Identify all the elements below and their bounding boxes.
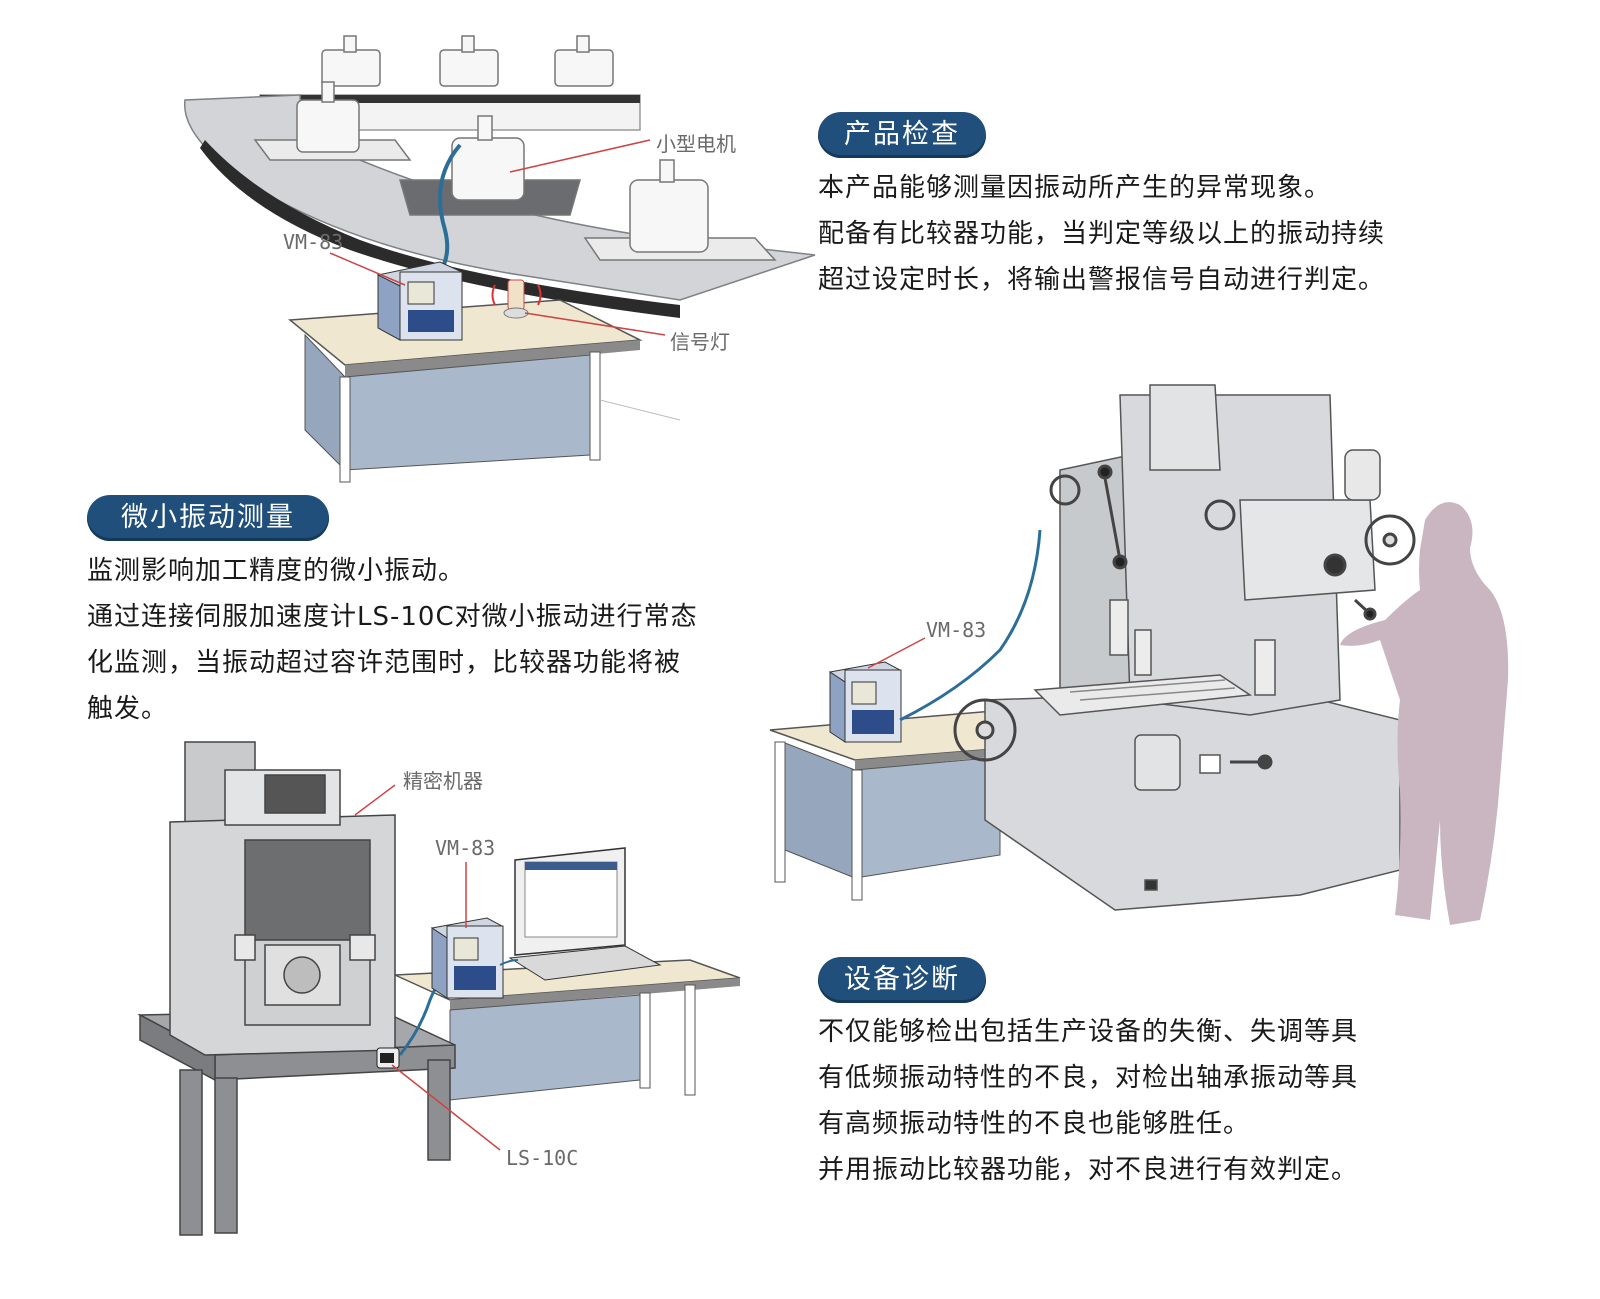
callout-small-motor: 小型电机 bbox=[656, 132, 736, 156]
text-equipment-diagnosis: 不仅能够检出包括生产设备的失衡、失调等具 有低频振动特性的不良，对检出轴承振动等… bbox=[818, 1009, 1358, 1193]
text-line: 化监测，当振动超过容许范围时，比较器功能将被 bbox=[87, 648, 682, 678]
text-line: 监测影响加工精度的微小振动。 bbox=[87, 556, 466, 586]
text-line: 不仅能够检出包括生产设备的失衡、失调等具 bbox=[818, 1017, 1359, 1047]
text-line: 并用振动比较器功能，对不良进行有效判定。 bbox=[818, 1155, 1359, 1185]
precision-machine bbox=[169, 741, 396, 1056]
milling-machine bbox=[984, 384, 1401, 911]
laptop bbox=[508, 847, 662, 981]
title-equipment-diagnosis: 设备诊断 bbox=[818, 957, 986, 1003]
callout-vm83-bottom: VM-83 bbox=[435, 836, 496, 860]
title-micro-vibration: 微小振动测量 bbox=[87, 495, 329, 541]
precision-machine-scene bbox=[137, 741, 741, 1236]
vm83-device-1 bbox=[376, 261, 464, 341]
callout-signal-light: 信号灯 bbox=[670, 330, 730, 354]
conveyor-scene bbox=[184, 35, 816, 483]
text-product-inspection: 本产品能够测量因振动所产生的异常现象。 配备有比较器功能，当判定等级以上的振动持… bbox=[818, 165, 1385, 303]
text-line: 本产品能够测量因振动所产生的异常现象。 bbox=[818, 173, 1332, 203]
callout-ls10c: LS-10C bbox=[506, 1146, 579, 1170]
ls10c-sensor bbox=[376, 1047, 400, 1069]
milling-machine-scene bbox=[769, 384, 1509, 925]
callout-vm83-right: VM-83 bbox=[926, 618, 987, 642]
title-product-inspection: 产品检查 bbox=[818, 112, 986, 158]
text-line: 超过设定时长，将输出警报信号自动进行判定。 bbox=[818, 265, 1386, 295]
vm83-device-3 bbox=[430, 917, 504, 999]
text-line: 通过连接伺服加速度计LS-10C对微小振动进行常态 bbox=[87, 602, 698, 632]
vm83-device-2 bbox=[828, 661, 902, 743]
callout-vm83-top: VM-83 bbox=[283, 230, 344, 254]
text-micro-vibration: 监测影响加工精度的微小振动。 通过连接伺服加速度计LS-10C对微小振动进行常态… bbox=[87, 548, 698, 732]
motor-2 bbox=[253, 81, 777, 261]
handwheels bbox=[953, 464, 1416, 770]
motor-1 bbox=[321, 35, 614, 87]
signal-light bbox=[491, 279, 542, 319]
operator-silhouette bbox=[1340, 502, 1509, 925]
callout-precision-machine: 精密机器 bbox=[403, 769, 483, 793]
text-line: 配备有比较器功能，当判定等级以上的振动持续 bbox=[818, 219, 1386, 249]
text-line: 有高频振动特性的不良也能够胜任。 bbox=[818, 1109, 1251, 1139]
text-line: 触发。 bbox=[87, 694, 169, 724]
text-line: 有低频振动特性的不良，对检出轴承振动等具 bbox=[818, 1063, 1359, 1093]
